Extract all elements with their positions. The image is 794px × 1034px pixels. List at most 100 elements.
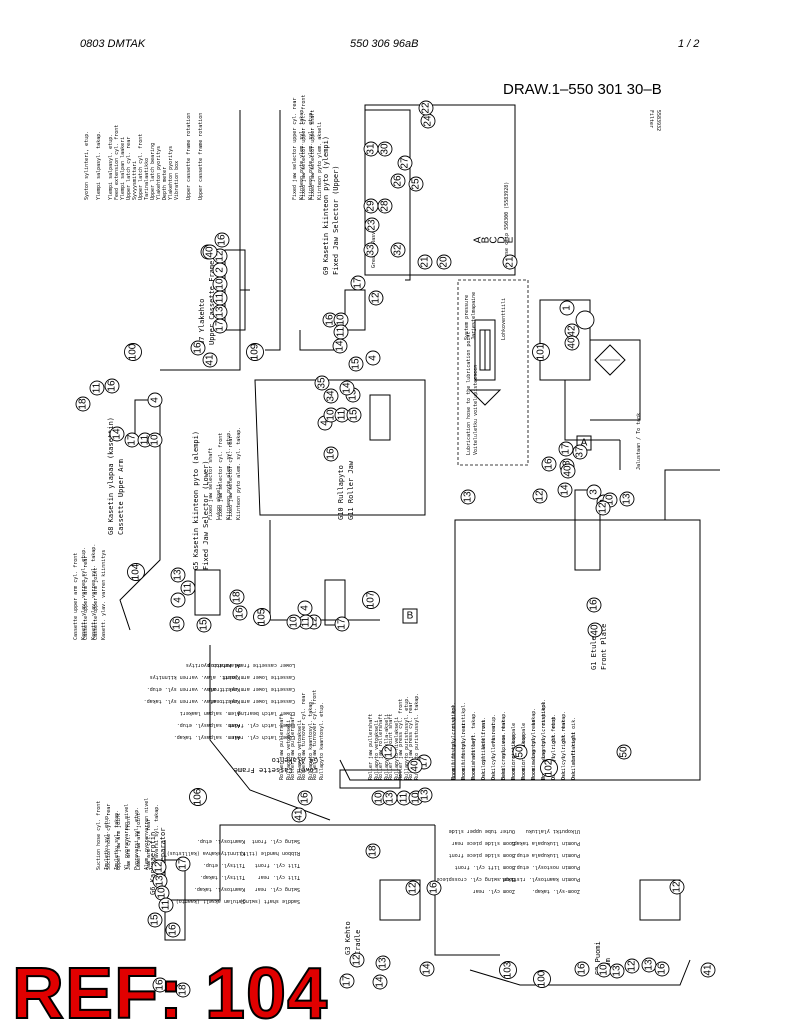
label-g4-5: Lower latch cyl. front [229, 722, 295, 728]
svg-text:10: 10 [157, 887, 168, 899]
front-plate-feed [664, 469, 720, 520]
ref-circle-28-78: 28 [377, 198, 393, 214]
header-page-number: 1 / 2 [678, 38, 700, 50]
svg-text:40: 40 [205, 246, 216, 258]
ref-circle-10-18: 10 [147, 432, 163, 448]
line-109 [265, 110, 281, 351]
label-g10-1: Roller jaw pullershaft [290, 714, 296, 780]
label-g7-1: Upper latch cyl. rear [126, 137, 132, 200]
ref-circle-17-107: 17 [175, 856, 191, 872]
label-g1-4: Osc. cyl. left rear [491, 723, 497, 780]
label-g4-fi-4: Alem. salpan laakeri [180, 710, 240, 716]
label-g11-fi-3: Rullapyto puristussyl. etup. [404, 696, 410, 780]
tank-label: Jalustaan / To tank [636, 413, 642, 470]
svg-text:12: 12 [535, 490, 546, 502]
g7-subtitle: Upper Cassette Frame [208, 261, 216, 345]
ref-circle-23-84: 23 [364, 217, 380, 233]
distribution-blocks [134, 249, 681, 941]
svg-text:11: 11 [337, 409, 348, 420]
marker-b: B [407, 611, 414, 622]
svg-text:12: 12 [371, 292, 382, 304]
svg-text:13: 13 [348, 389, 359, 401]
svg-text:16: 16 [217, 234, 228, 246]
label-g4-6: Lower latch cyl. rear [232, 734, 295, 740]
label-g11-1: Roller jaw rollershaft [378, 714, 384, 780]
label-g10-fi-3: Rullapyto kaantosyl. etup. [319, 702, 325, 780]
svg-text:1: 1 [562, 305, 573, 311]
label-g9-0: Fixed jaw selector upper cyl. rear [292, 98, 298, 200]
ref-circle-12-116: 12 [349, 952, 365, 968]
svg-text:11: 11 [336, 326, 347, 337]
svg-text:12: 12 [309, 616, 320, 628]
ref-circle-1-66: 1 [559, 300, 575, 316]
svg-text:17: 17 [215, 320, 226, 332]
label-g3-1: Ribbon handle (tilt) [240, 850, 300, 856]
label-g9-1: Fixed jaw selector upper cyl. front [301, 95, 307, 200]
label-g3-fi-2: Tiltsyl. etup. [203, 862, 245, 868]
ref-circle-30-76: 30 [377, 141, 393, 157]
ref-circle-16-112: 16 [426, 880, 442, 896]
line-104 [119, 420, 161, 631]
svg-text:10: 10 [215, 278, 226, 290]
label-g5-fi-1: Kiinteon pyto alem. syl. etup. [226, 430, 232, 520]
ref-circle-17-16: 17 [124, 432, 140, 448]
svg-text:21: 21 [505, 256, 516, 268]
label-g10-3: Roller jaw turnover cyl. front [312, 690, 318, 780]
ref-circle-50-73: 50 [616, 744, 632, 760]
label-g11-3: Roller jaw press cyl. front [398, 699, 404, 780]
label-g9-fi-2: Kiinteon pyto ylem. akseli [317, 122, 323, 200]
valve-texts: System pressure Jarjestelmapaine Lubrica… [371, 110, 661, 470]
label-g10-2: Roller jaw turnover cyl. rear [301, 693, 307, 780]
svg-text:12: 12 [154, 861, 165, 873]
ref-circle-32-86: 32 [390, 242, 406, 258]
label-g5-2: Fixed jaw selector cyl. rear [228, 436, 234, 520]
ref-circle-109-28: 109 [246, 343, 264, 361]
svg-text:12: 12 [627, 960, 638, 972]
label-g6-3: Jaw arm cyl. front [126, 816, 132, 870]
svg-text:16: 16 [193, 342, 204, 354]
g9-feed-line [299, 330, 345, 351]
svg-text:4: 4 [173, 597, 184, 603]
ref-circle-16-10: 16 [190, 340, 206, 356]
ref-circle-4-15: 4 [147, 392, 163, 408]
label-g1-1: Boom lift cyl. rear [461, 723, 467, 780]
label-g7-fi-0: Syoton sylinteri, etup. [84, 131, 90, 200]
ref-circle-40-7: 40 [202, 244, 218, 260]
ref-circle-16-38: 16 [323, 446, 339, 462]
label-g2-fi-0: Ulkoputki ylaliuku [526, 828, 580, 834]
svg-text:14: 14 [375, 976, 386, 988]
svg-text:50: 50 [515, 746, 526, 758]
svg-text:27: 27 [400, 157, 411, 169]
label-g1-12: Osc. shaft right [571, 732, 577, 780]
svg-text:16: 16 [577, 963, 588, 975]
svg-text:16: 16 [235, 607, 246, 619]
label-g3-2: Tilt cyl. front [255, 862, 300, 868]
ref-circle-10-49: 10 [286, 614, 302, 630]
svg-text:12: 12 [672, 881, 683, 893]
label-g4-2: Cassette lower arm cyl. front [208, 686, 295, 692]
label-g1-fi-5: Oskil. syl. vas. takap. [501, 711, 507, 780]
ref-circle-12-65: 12 [595, 500, 611, 516]
svg-text:103: 103 [503, 961, 514, 978]
ref-circle-100-11: 100 [124, 343, 142, 361]
svg-text:18: 18 [232, 591, 243, 603]
label-g10-0: Roller jaw pullershaft [279, 714, 285, 780]
group-titles: G7 Ylakehto Upper Cassette Frame G8 Kase… [107, 136, 612, 975]
svg-text:11: 11 [399, 792, 410, 803]
svg-text:10: 10 [605, 494, 616, 506]
label-g9-fi-1: Kiinteon pyto ylem. syl. etup. [308, 110, 314, 200]
svg-text:41: 41 [703, 964, 714, 976]
svg-text:29: 29 [366, 200, 377, 212]
ref-circle-105-51: 105 [253, 608, 271, 626]
svg-text:16: 16 [544, 458, 555, 470]
svg-text:13: 13 [463, 491, 474, 503]
ref-circle-12-60: 12 [532, 488, 548, 504]
svg-text:4: 4 [150, 397, 161, 403]
svg-text:18: 18 [78, 398, 89, 410]
label-g5-1: Fixed jaw selector cyl. front [218, 433, 224, 520]
ref-circle-41-98: 41 [291, 807, 307, 823]
svg-text:40: 40 [590, 624, 601, 636]
label-g4-fi-2: Kasett. alav. varren syl. etup. [147, 686, 240, 692]
